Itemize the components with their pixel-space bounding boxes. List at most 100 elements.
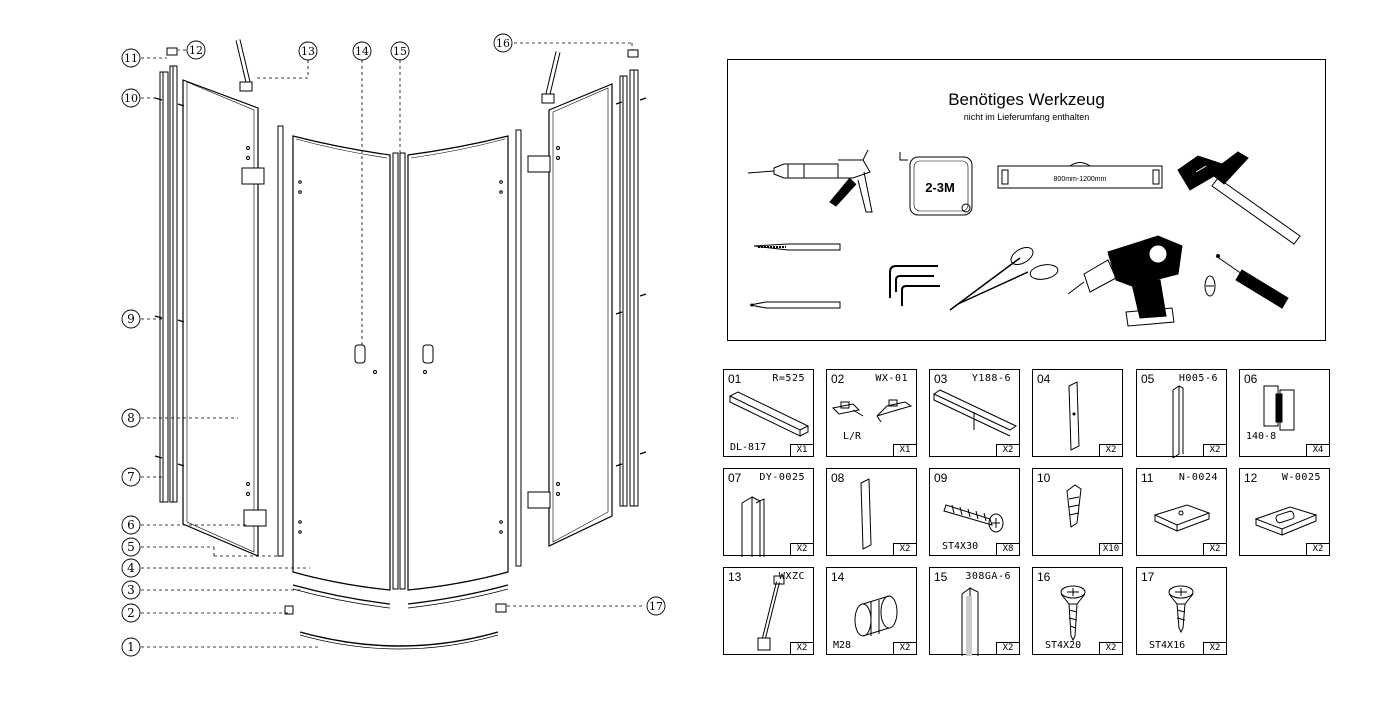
svg-text:14: 14 — [355, 45, 369, 58]
exploded-assembly-diagram: 1 2 3 4 5 6 7 8 9 10 11 12 13 14 15 16 1… — [121, 33, 666, 657]
pencil-icon — [749, 301, 841, 309]
part-number: 06 — [1244, 372, 1258, 386]
part-code: WX-01 — [875, 373, 908, 384]
part-code: R=525 — [772, 373, 805, 384]
part-subcode: 140-8 — [1246, 431, 1277, 442]
callout-7: 7 — [121, 467, 141, 487]
part-code: 308GA-6 — [965, 571, 1011, 582]
part-11: 11 N-0024 X2 — [1136, 468, 1227, 556]
callout-15: 15 — [390, 41, 410, 61]
right-glass-panel — [527, 83, 613, 547]
part-01: 01 R=525 DL-817 X1 — [723, 369, 814, 457]
part-quantity: X2 — [1099, 642, 1122, 654]
top-cap-right — [627, 49, 639, 58]
hammer-icon — [1177, 151, 1301, 245]
part-04: 04 X2 — [1032, 369, 1123, 457]
svg-text:10: 10 — [124, 92, 138, 105]
callout-10: 10 — [121, 88, 141, 108]
part-number: 03 — [934, 372, 948, 386]
svg-text:8: 8 — [127, 411, 135, 425]
tools-subtitle: nicht im Lieferumfang enthalten — [963, 112, 1090, 122]
base-profile-icon — [728, 391, 810, 437]
bottom-guides — [284, 584, 509, 615]
part-number: 15 — [934, 570, 948, 584]
part-quantity: X2 — [790, 543, 813, 555]
part-number: 05 — [1141, 372, 1155, 386]
part-subcode: M28 — [833, 640, 852, 651]
svg-text:5: 5 — [127, 540, 135, 554]
wall-screws — [154, 97, 647, 467]
callout-3: 3 — [121, 580, 141, 600]
magnetic-seal-icon — [961, 587, 979, 656]
part-09: 09 ST4X30 X8 — [929, 468, 1020, 556]
right-seal-strip — [515, 129, 522, 567]
top-cap-left — [166, 47, 178, 56]
part-number: 09 — [934, 471, 948, 485]
wall-profile-icon — [741, 496, 765, 557]
svg-text:2: 2 — [127, 606, 135, 620]
svg-text:4: 4 — [127, 561, 135, 575]
part-14: 14 M28 X2 — [826, 567, 917, 655]
part-subcode: ST4X16 — [1149, 640, 1186, 651]
svg-text:7: 7 — [127, 470, 135, 484]
svg-text:800mm-1200mm: 800mm-1200mm — [1054, 176, 1107, 183]
right-curved-door — [407, 135, 509, 591]
callout-17: 17 — [646, 596, 666, 616]
part-quantity: X8 — [996, 543, 1019, 555]
svg-text:15: 15 — [393, 45, 407, 58]
part-number: 07 — [728, 471, 742, 485]
sealing-strip-icon — [860, 478, 872, 550]
svg-text:2-3M: 2-3M — [925, 180, 955, 195]
part-subcode: ST4X30 — [942, 541, 979, 552]
part-03: 03 Y188-6 X2 — [929, 369, 1020, 457]
svg-text:6: 6 — [127, 518, 135, 532]
part-number: 16 — [1037, 570, 1051, 584]
magnetic-seal-profile — [392, 152, 406, 590]
stabiliser-bar-icon — [757, 575, 785, 651]
part-13: 13 WXZC X2 — [723, 567, 814, 655]
part-subcode: ST4X20 — [1045, 640, 1082, 651]
part-subcode: DL-817 — [730, 442, 767, 453]
end-cap-icon — [1153, 504, 1211, 532]
callout-12: 12 — [186, 40, 206, 60]
svg-text:9: 9 — [127, 312, 135, 326]
part-subcode: L/R — [843, 431, 862, 442]
callout-8: 8 — [121, 408, 141, 428]
part-16: 16 ST4X20 X2 — [1032, 567, 1123, 655]
door-knob-icon — [854, 595, 898, 637]
svg-text:1: 1 — [127, 640, 135, 654]
right-wall-profile — [619, 69, 639, 507]
left-curved-door — [292, 135, 391, 591]
glass-seal-icon — [1068, 381, 1080, 451]
part-code: W-0025 — [1281, 472, 1321, 483]
part-quantity: X4 — [1306, 444, 1329, 456]
part-08: 08 X2 — [826, 468, 917, 556]
part-quantity: X2 — [1203, 444, 1226, 456]
part-02: 02 WX-01 L/R X1 — [826, 369, 917, 457]
part-quantity: X2 — [893, 543, 916, 555]
part-quantity: X1 — [790, 444, 813, 456]
svg-text:12: 12 — [189, 44, 203, 57]
part-number: 10 — [1037, 471, 1051, 485]
callout-14: 14 — [352, 41, 372, 61]
part-10: 10 X10 — [1032, 468, 1123, 556]
h-profile-icon — [1172, 385, 1184, 458]
top-cap-icon — [1254, 506, 1318, 536]
part-number: 01 — [728, 372, 742, 386]
hinge-icon — [1263, 385, 1295, 431]
callout-13: 13 — [298, 41, 318, 61]
part-quantity: X2 — [996, 642, 1019, 654]
callout-9: 9 — [121, 309, 141, 329]
part-quantity: X2 — [996, 444, 1019, 456]
svg-text:3: 3 — [127, 583, 135, 597]
caulking-gun-icon — [747, 149, 873, 213]
left-wall-profile — [159, 65, 178, 503]
part-05: 05 H005-6 X2 — [1136, 369, 1227, 458]
part-quantity: X2 — [1306, 543, 1329, 555]
part-number: 11 — [1141, 471, 1154, 485]
callout-6: 6 — [121, 515, 141, 535]
tools-title: Benötiges Werkzeug — [948, 90, 1105, 109]
stabiliser-bar-left — [235, 39, 253, 92]
spirit-level-icon: 800mm-1200mm — [997, 162, 1163, 189]
callout-2: 2 — [121, 603, 141, 623]
